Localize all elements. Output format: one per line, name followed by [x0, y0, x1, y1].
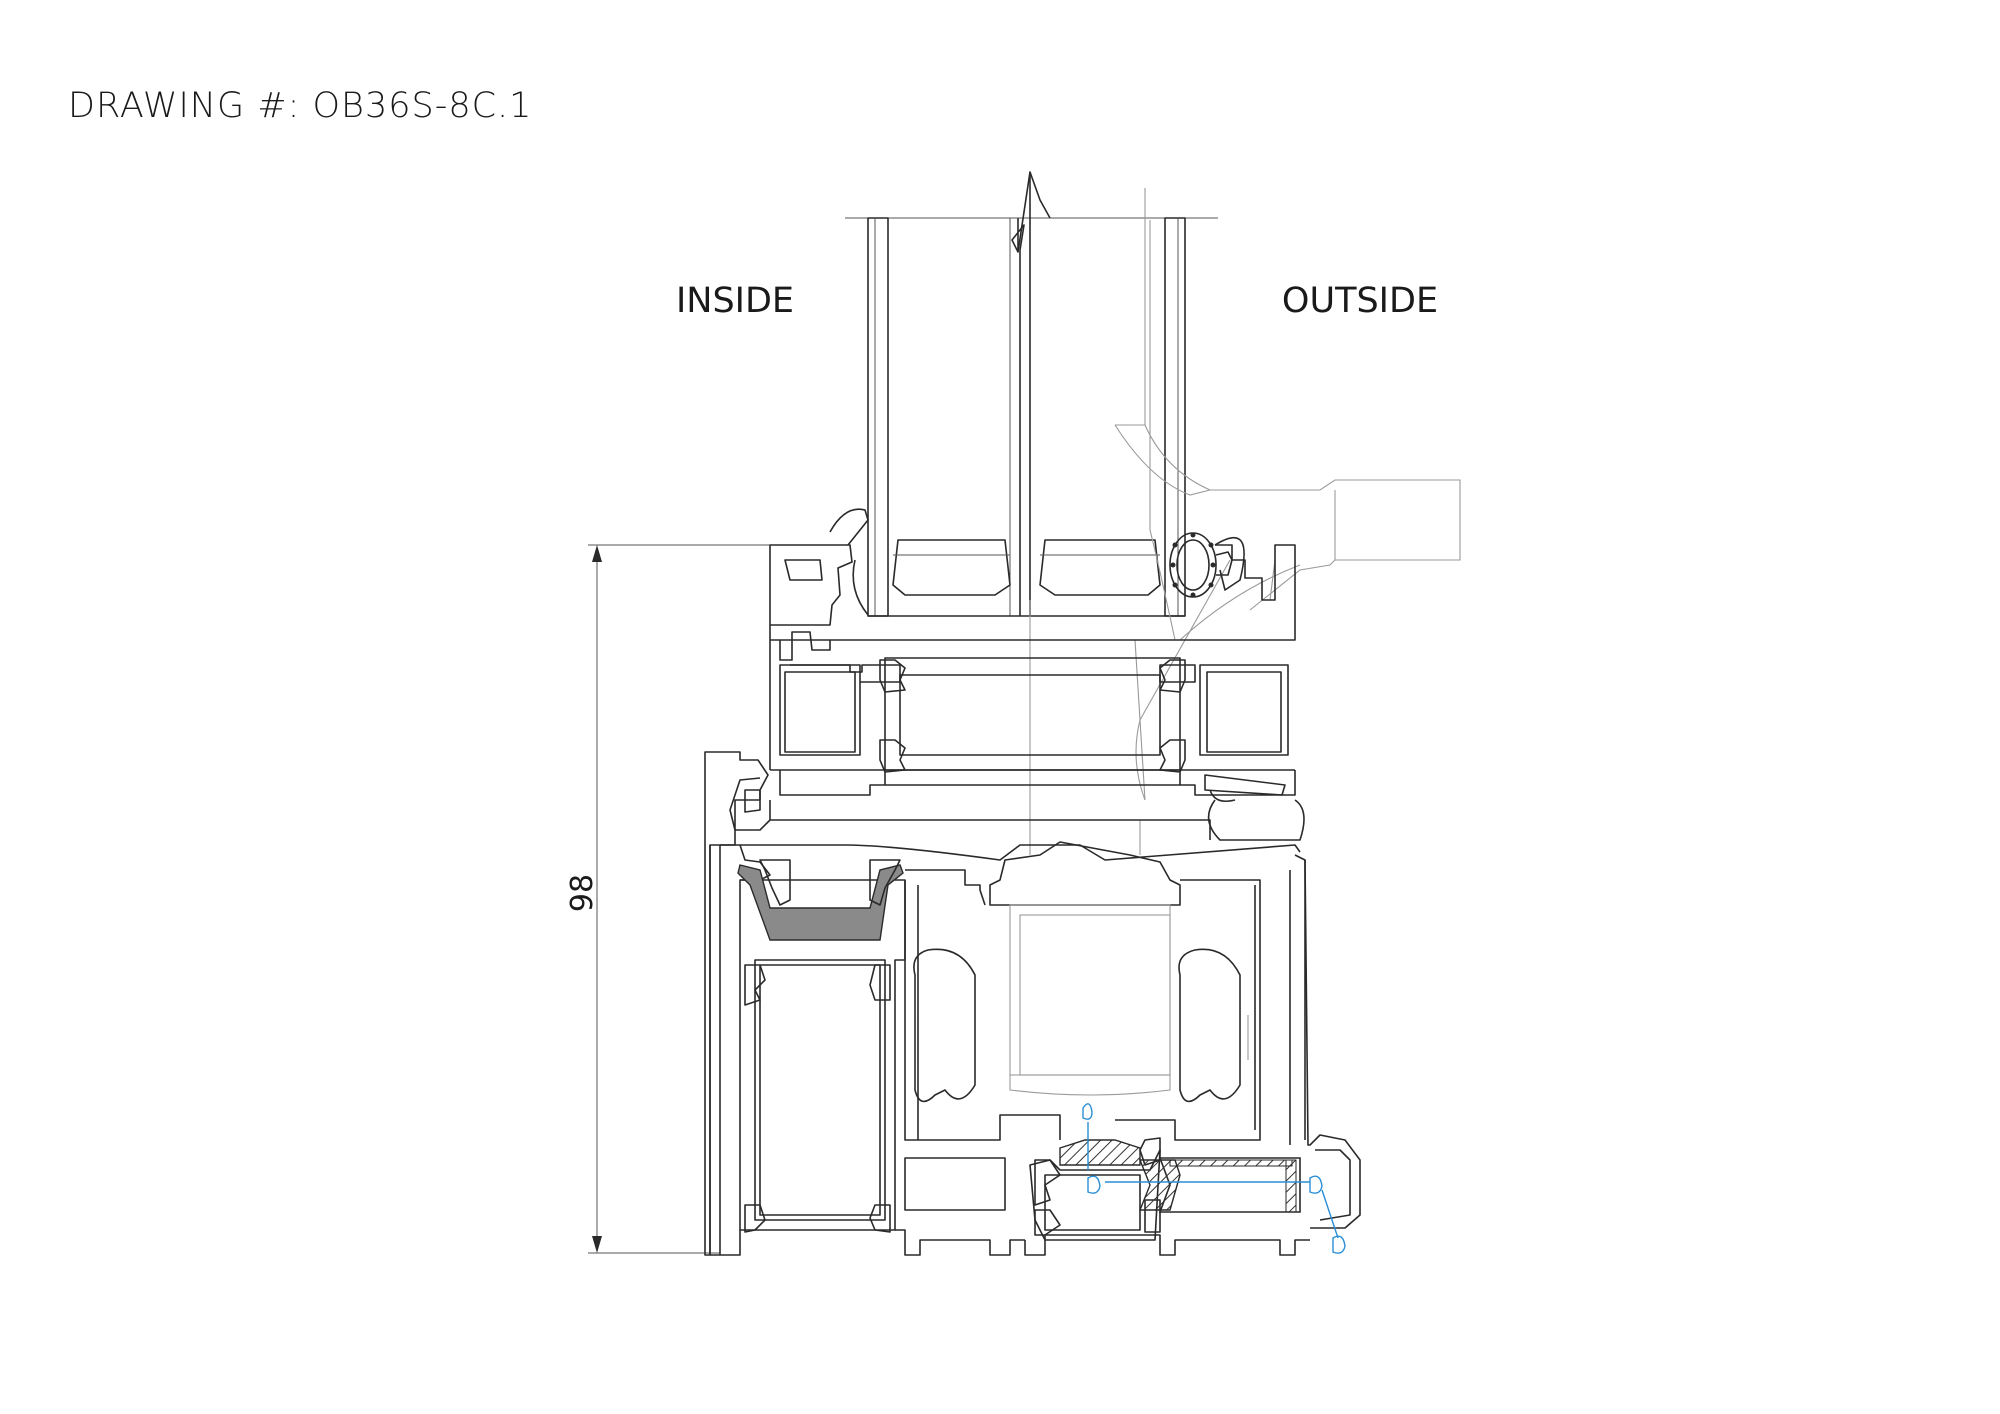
thermal-break	[1059, 1139, 1301, 1213]
glazing-bead	[769, 508, 869, 770]
sash-frame	[729, 536, 1305, 841]
drainage-path	[1082, 1103, 1346, 1254]
glass-unit	[845, 171, 1218, 617]
main-frame	[704, 751, 1361, 1256]
inside-label: INSIDE	[676, 281, 794, 321]
outside-label: OUTSIDE	[1282, 281, 1438, 321]
frame-gasket	[737, 859, 904, 941]
outside-gasket	[1169, 532, 1233, 598]
dimension-line	[588, 544, 770, 1254]
dimension-value: 98	[565, 874, 600, 912]
drawing-number-title: DRAWING #: OB36S-8C.1	[68, 86, 533, 126]
